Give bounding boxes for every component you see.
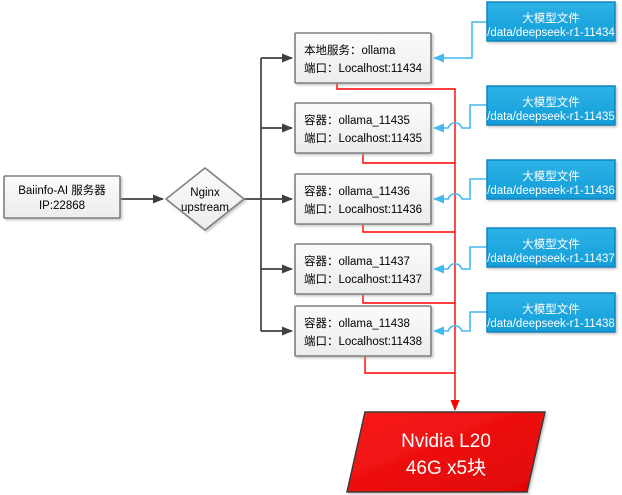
model-file-2-shape <box>486 159 616 200</box>
node-1-line2: 端口：Localhost:11435 <box>304 132 422 145</box>
file-0-title: 大模型文件 <box>522 11 580 25</box>
node-2-line1: 容器：ollama_11436 <box>304 184 410 198</box>
node-0-line2: 端口：Localhost:11434 <box>304 62 423 75</box>
ollama-node-3: 容器：ollama_11437 端口：Localhost:11437 <box>294 243 432 295</box>
file-1-to-node-arrow <box>433 104 487 133</box>
nginx-label-line2: upstream <box>181 202 229 214</box>
node-0-to-gpu-arrow <box>336 83 460 411</box>
node-3-line2: 端口：Localhost:11437 <box>304 273 422 286</box>
nginx-diamond: Nginx upstream <box>164 167 246 231</box>
gpu-parallelogram-shape <box>346 411 546 493</box>
model-file-3: 大模型文件 /data/deepseek-r1-11437 <box>486 227 616 268</box>
file-1-title: 大模型文件 <box>522 95 580 109</box>
model-file-1: 大模型文件 /data/deepseek-r1-11435 <box>486 85 616 126</box>
file-0-path: /data/deepseek-r1-11434 <box>487 27 615 39</box>
ollama-node-4-shape <box>294 305 432 357</box>
file-2-path: /data/deepseek-r1-11436 <box>487 185 615 197</box>
ollama-node-1: 容器：ollama_11435 端口：Localhost:11435 <box>294 102 432 154</box>
node-0-line1: 本地服务：ollama <box>304 43 396 57</box>
file-3-title: 大模型文件 <box>522 237 580 251</box>
node-2-to-gpu-line <box>362 224 455 233</box>
model-file-0: 大模型文件 /data/deepseek-r1-11434 <box>486 1 616 42</box>
ollama-node-2-shape <box>294 173 432 225</box>
file-4-path: /data/deepseek-r1-11438 <box>487 318 615 330</box>
cyan-file-connectors <box>433 21 487 336</box>
node-4-line1: 容器：ollama_11438 <box>304 316 410 330</box>
file-3-path: /data/deepseek-r1-11437 <box>487 253 615 265</box>
server-box-shape <box>3 175 121 219</box>
server-title: Baiinfo-AI 服务器 <box>18 183 106 197</box>
model-file-0-shape <box>486 1 616 42</box>
ollama-node-0: 本地服务：ollama 端口：Localhost:11434 <box>294 32 432 84</box>
node-2-line2: 端口：Localhost:11436 <box>304 203 422 216</box>
black-flow-connectors <box>120 53 293 336</box>
ollama-node-2: 容器：ollama_11436 端口：Localhost:11436 <box>294 173 432 225</box>
node-3-to-gpu-line <box>362 294 455 304</box>
gpu-line1: Nvidia L20 <box>401 431 491 452</box>
ollama-node-0-shape <box>294 32 432 84</box>
model-file-4: 大模型文件 /data/deepseek-r1-11438 <box>486 292 616 333</box>
model-file-4-shape <box>486 292 616 333</box>
node-3-line1: 容器：ollama_11437 <box>304 254 410 268</box>
server-ip: IP:22868 <box>39 200 85 212</box>
nginx-diamond-shape <box>164 167 246 231</box>
gpu-node: Nvidia L20 46G x5块 <box>346 411 546 493</box>
node-1-line1: 容器：ollama_11435 <box>304 113 410 127</box>
file-4-title: 大模型文件 <box>522 302 580 316</box>
file-4-to-node-arrow <box>433 311 487 336</box>
file-2-to-node-arrow <box>433 178 487 204</box>
model-file-2: 大模型文件 /data/deepseek-r1-11436 <box>486 159 616 200</box>
red-gpu-connectors <box>336 83 460 411</box>
gpu-line2: 46G x5块 <box>406 457 486 479</box>
node-4-to-gpu-line <box>364 356 455 374</box>
model-file-1-shape <box>486 85 616 126</box>
ollama-node-4: 容器：ollama_11438 端口：Localhost:11438 <box>294 305 432 357</box>
file-2-title: 大模型文件 <box>522 169 580 183</box>
server-box: Baiinfo-AI 服务器 IP:22868 <box>3 175 121 219</box>
node-1-to-gpu-line <box>362 153 455 164</box>
ollama-node-3-shape <box>294 243 432 295</box>
file-3-to-node-arrow <box>433 246 487 274</box>
model-file-3-shape <box>486 227 616 268</box>
file-0-to-node-arrow <box>433 21 487 63</box>
node-4-line2: 端口：Localhost:11438 <box>304 335 422 348</box>
file-1-path: /data/deepseek-r1-11435 <box>487 111 615 123</box>
nginx-label-line1: Nginx <box>190 187 220 199</box>
ollama-node-1-shape <box>294 102 432 154</box>
